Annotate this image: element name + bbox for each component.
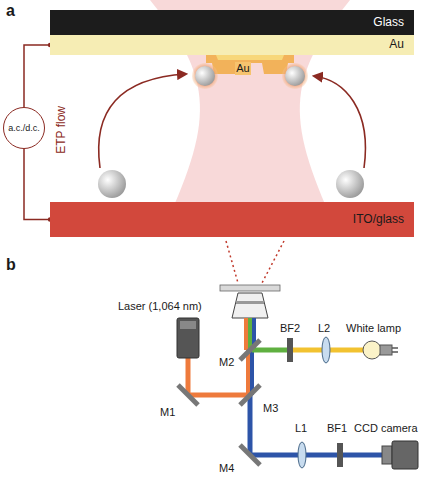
flow-arrow (99, 74, 186, 168)
material-label: Au (235, 62, 250, 75)
flow-arrow (314, 76, 365, 168)
filter (287, 338, 343, 467)
lens (322, 337, 330, 363)
panel-letter: b (6, 256, 16, 274)
filter (337, 443, 343, 467)
electrode-wire (24, 45, 50, 107)
beam-path (244, 318, 248, 350)
laser-label: Laser (1,064 nm) (118, 300, 202, 313)
laser-source (177, 318, 199, 358)
ccd-camera (382, 446, 392, 464)
sample-slide (220, 285, 280, 291)
filter-label: BF2 (280, 322, 300, 335)
free-particle (98, 170, 364, 198)
camera-label: CCD camera (354, 422, 418, 435)
filter (287, 338, 293, 362)
lens (298, 337, 330, 468)
power-source: a.c./d.c. (3, 107, 45, 149)
laser-source (180, 321, 196, 329)
ccd-camera (382, 441, 418, 469)
electrode-wire (24, 149, 50, 220)
white-lamp (392, 347, 398, 349)
lamp-label: White lamp (346, 322, 401, 335)
au-nanostructure (206, 55, 294, 74)
beam-path (186, 358, 191, 395)
objective-lens (236, 301, 264, 304)
objective-lens (232, 293, 268, 318)
projection-line (262, 241, 284, 283)
mirror (240, 445, 260, 465)
mirror-label: M2 (219, 356, 234, 369)
beam-path (188, 393, 248, 398)
mirror (178, 385, 198, 405)
trapped-particle (195, 66, 215, 86)
white-lamp (392, 351, 398, 353)
lens-label: L2 (318, 322, 330, 335)
projection-line (226, 241, 238, 283)
sample-slide (220, 285, 280, 291)
flow-arrow (99, 74, 366, 168)
au-nanostructure (216, 55, 284, 60)
beam-path (252, 348, 290, 353)
trapped-particle (282, 63, 308, 89)
layer-label: Au (389, 38, 404, 52)
glass-layer: Glass (50, 10, 414, 35)
mirror (240, 385, 260, 405)
mirror (240, 340, 260, 360)
free-particle (98, 170, 126, 198)
ccd-camera (392, 441, 418, 469)
mirror (178, 340, 260, 465)
white-lamp (363, 341, 398, 359)
gold-film: Au (50, 35, 414, 55)
trapped-particle (285, 66, 305, 86)
lens (298, 442, 306, 468)
white-lamp (380, 345, 392, 355)
layer-label: Glass (373, 16, 404, 30)
free-particle (336, 170, 364, 198)
trapped-particle (192, 63, 218, 89)
layer-label: ITO/glass (353, 213, 404, 227)
mirror-label: M4 (219, 462, 234, 475)
panel-letter: a (6, 2, 15, 20)
beam-path (250, 453, 382, 458)
au-nanostructure (206, 55, 294, 74)
beam-path (188, 318, 382, 455)
beam-path (248, 395, 253, 455)
objective-lens (232, 293, 268, 318)
projection-line (226, 241, 284, 283)
lens-label: L1 (295, 422, 307, 435)
white-lamp (363, 341, 381, 359)
trapped-particle (192, 63, 308, 89)
layer-label: a.c./d.c. (8, 123, 40, 133)
ito-electrode: ITO/glass (50, 202, 414, 237)
mirror-label: M1 (160, 406, 175, 419)
filter-label: BF1 (327, 422, 347, 435)
mirror-label: M3 (263, 402, 278, 415)
flow-label: ETP flow (55, 106, 69, 154)
laser-source (177, 318, 199, 358)
